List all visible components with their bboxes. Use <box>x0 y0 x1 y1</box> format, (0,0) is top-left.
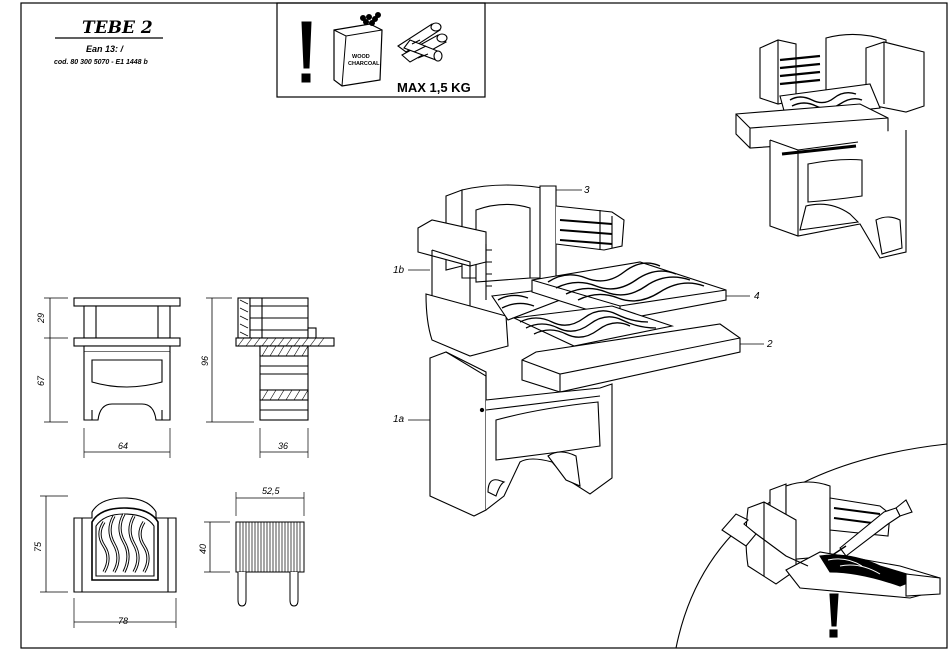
side-elevation <box>206 298 334 458</box>
firewood-icon <box>398 23 447 62</box>
title-block: TEBE 2 Ean 13: / cod. 80 300 5070 - E1 1… <box>54 18 163 66</box>
exploded-view <box>408 185 764 516</box>
sealing-detail <box>676 444 947 648</box>
callout-1a: 1a <box>393 414 405 425</box>
bag-label-wood: WOOD <box>352 54 370 60</box>
max-load-label: MAX 1,5 KG <box>397 80 471 95</box>
exclamation-icon <box>830 594 838 637</box>
dim-front-top-height: 29 <box>36 313 46 324</box>
dim-grill-height: 75 <box>33 541 43 552</box>
dim-front-bottom-height: 67 <box>36 375 46 386</box>
ean-code: Ean 13: / <box>86 44 125 54</box>
dim-side-height: 96 <box>200 356 210 366</box>
assembled-barbecue-view <box>736 34 924 258</box>
front-elevation <box>44 298 180 458</box>
callout-3: 3 <box>584 185 590 196</box>
grill-plate-view <box>40 496 176 628</box>
dim-side-depth: 36 <box>278 441 288 451</box>
dim-grill-width: 78 <box>118 616 128 626</box>
callout-2: 2 <box>766 339 773 350</box>
model-title: TEBE 2 <box>82 18 153 38</box>
bag-label-charcoal: CHARCOAL <box>348 61 380 67</box>
charcoal-bag-icon: WOOD CHARCOAL <box>334 13 382 87</box>
dim-grate-width: 52,5 <box>262 486 281 496</box>
exclamation-icon <box>302 22 311 82</box>
dim-grate-height: 40 <box>198 544 208 554</box>
callout-4: 4 <box>754 291 760 302</box>
dim-front-width: 64 <box>118 441 128 451</box>
warning-box: WOOD CHARCOAL MAX 1,5 KG <box>277 3 485 97</box>
grate-detail <box>204 492 304 606</box>
callout-1b: 1b <box>393 265 405 276</box>
product-code: cod. 80 300 5070 - E1 1448 b <box>54 59 149 66</box>
